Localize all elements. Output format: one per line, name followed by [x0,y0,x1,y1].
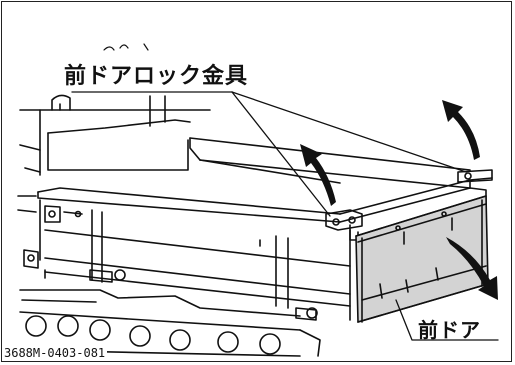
bed-left-side-panel [37,187,351,321]
bed-back-wall [189,137,471,189]
front-door-panel [355,195,489,323]
figure-code: 3688M-0403-081 [4,346,108,360]
leader-lines [71,91,499,341]
rotate-arrow-lock-left-icon [300,144,336,206]
door-open-arrow-icon [446,237,498,300]
front-door-label: 前ドア [418,318,481,342]
rotate-arrow-lock-right-icon [442,100,480,160]
crawler-track [17,195,321,357]
rear-frame-structure [19,94,211,176]
front-door-lock-fitting-label: 前ドアロック金具 [64,64,249,89]
decoration-marks [103,43,149,51]
